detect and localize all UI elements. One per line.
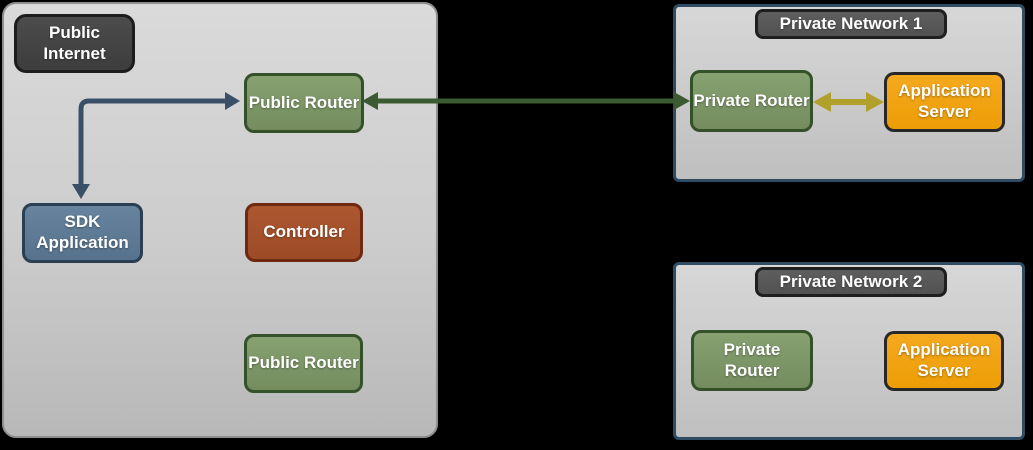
node-application-server-2: Application Server bbox=[884, 331, 1004, 391]
node-private-router-2: Private Router bbox=[691, 330, 813, 391]
node-public-router-top: Public Router bbox=[244, 73, 364, 133]
private-network-1-zone-label-text: Private Network 1 bbox=[779, 13, 923, 33]
node-private-router-2-label: Private Router bbox=[723, 339, 781, 380]
node-controller-label: Controller bbox=[263, 222, 345, 242]
node-private-router-1: Private Router bbox=[690, 70, 813, 132]
node-application-server-1-label: Application Server bbox=[898, 81, 991, 121]
node-public-router-bottom-label: Public Router bbox=[248, 353, 359, 373]
public-internet-zone: Public Internet Public Router SDK Applic… bbox=[2, 2, 438, 438]
private-network-2-zone-label-text: Private Network 2 bbox=[779, 271, 923, 291]
node-sdk-application-label: SDK Application bbox=[36, 212, 129, 252]
node-public-router-bottom: Public Router bbox=[244, 334, 363, 393]
node-public-router-top-label: Public Router bbox=[248, 92, 360, 112]
private-network-2-zone-label: Private Network 2 bbox=[755, 267, 947, 297]
private-network-2-zone: Private Network 2 Private Router Applica… bbox=[673, 262, 1025, 440]
node-application-server-1: Application Server bbox=[884, 72, 1005, 132]
node-private-router-1-label: Private Router bbox=[693, 90, 810, 110]
public-internet-zone-label-text: Public Internet bbox=[43, 22, 106, 63]
private-network-1-zone-label: Private Network 1 bbox=[755, 9, 947, 39]
private-network-1-zone: Private Network 1 Private Router Applica… bbox=[673, 4, 1025, 182]
node-sdk-application: SDK Application bbox=[22, 203, 143, 263]
public-internet-zone-label: Public Internet bbox=[14, 14, 135, 73]
node-application-server-2-label: Application Server bbox=[897, 340, 991, 380]
node-controller: Controller bbox=[245, 203, 363, 262]
